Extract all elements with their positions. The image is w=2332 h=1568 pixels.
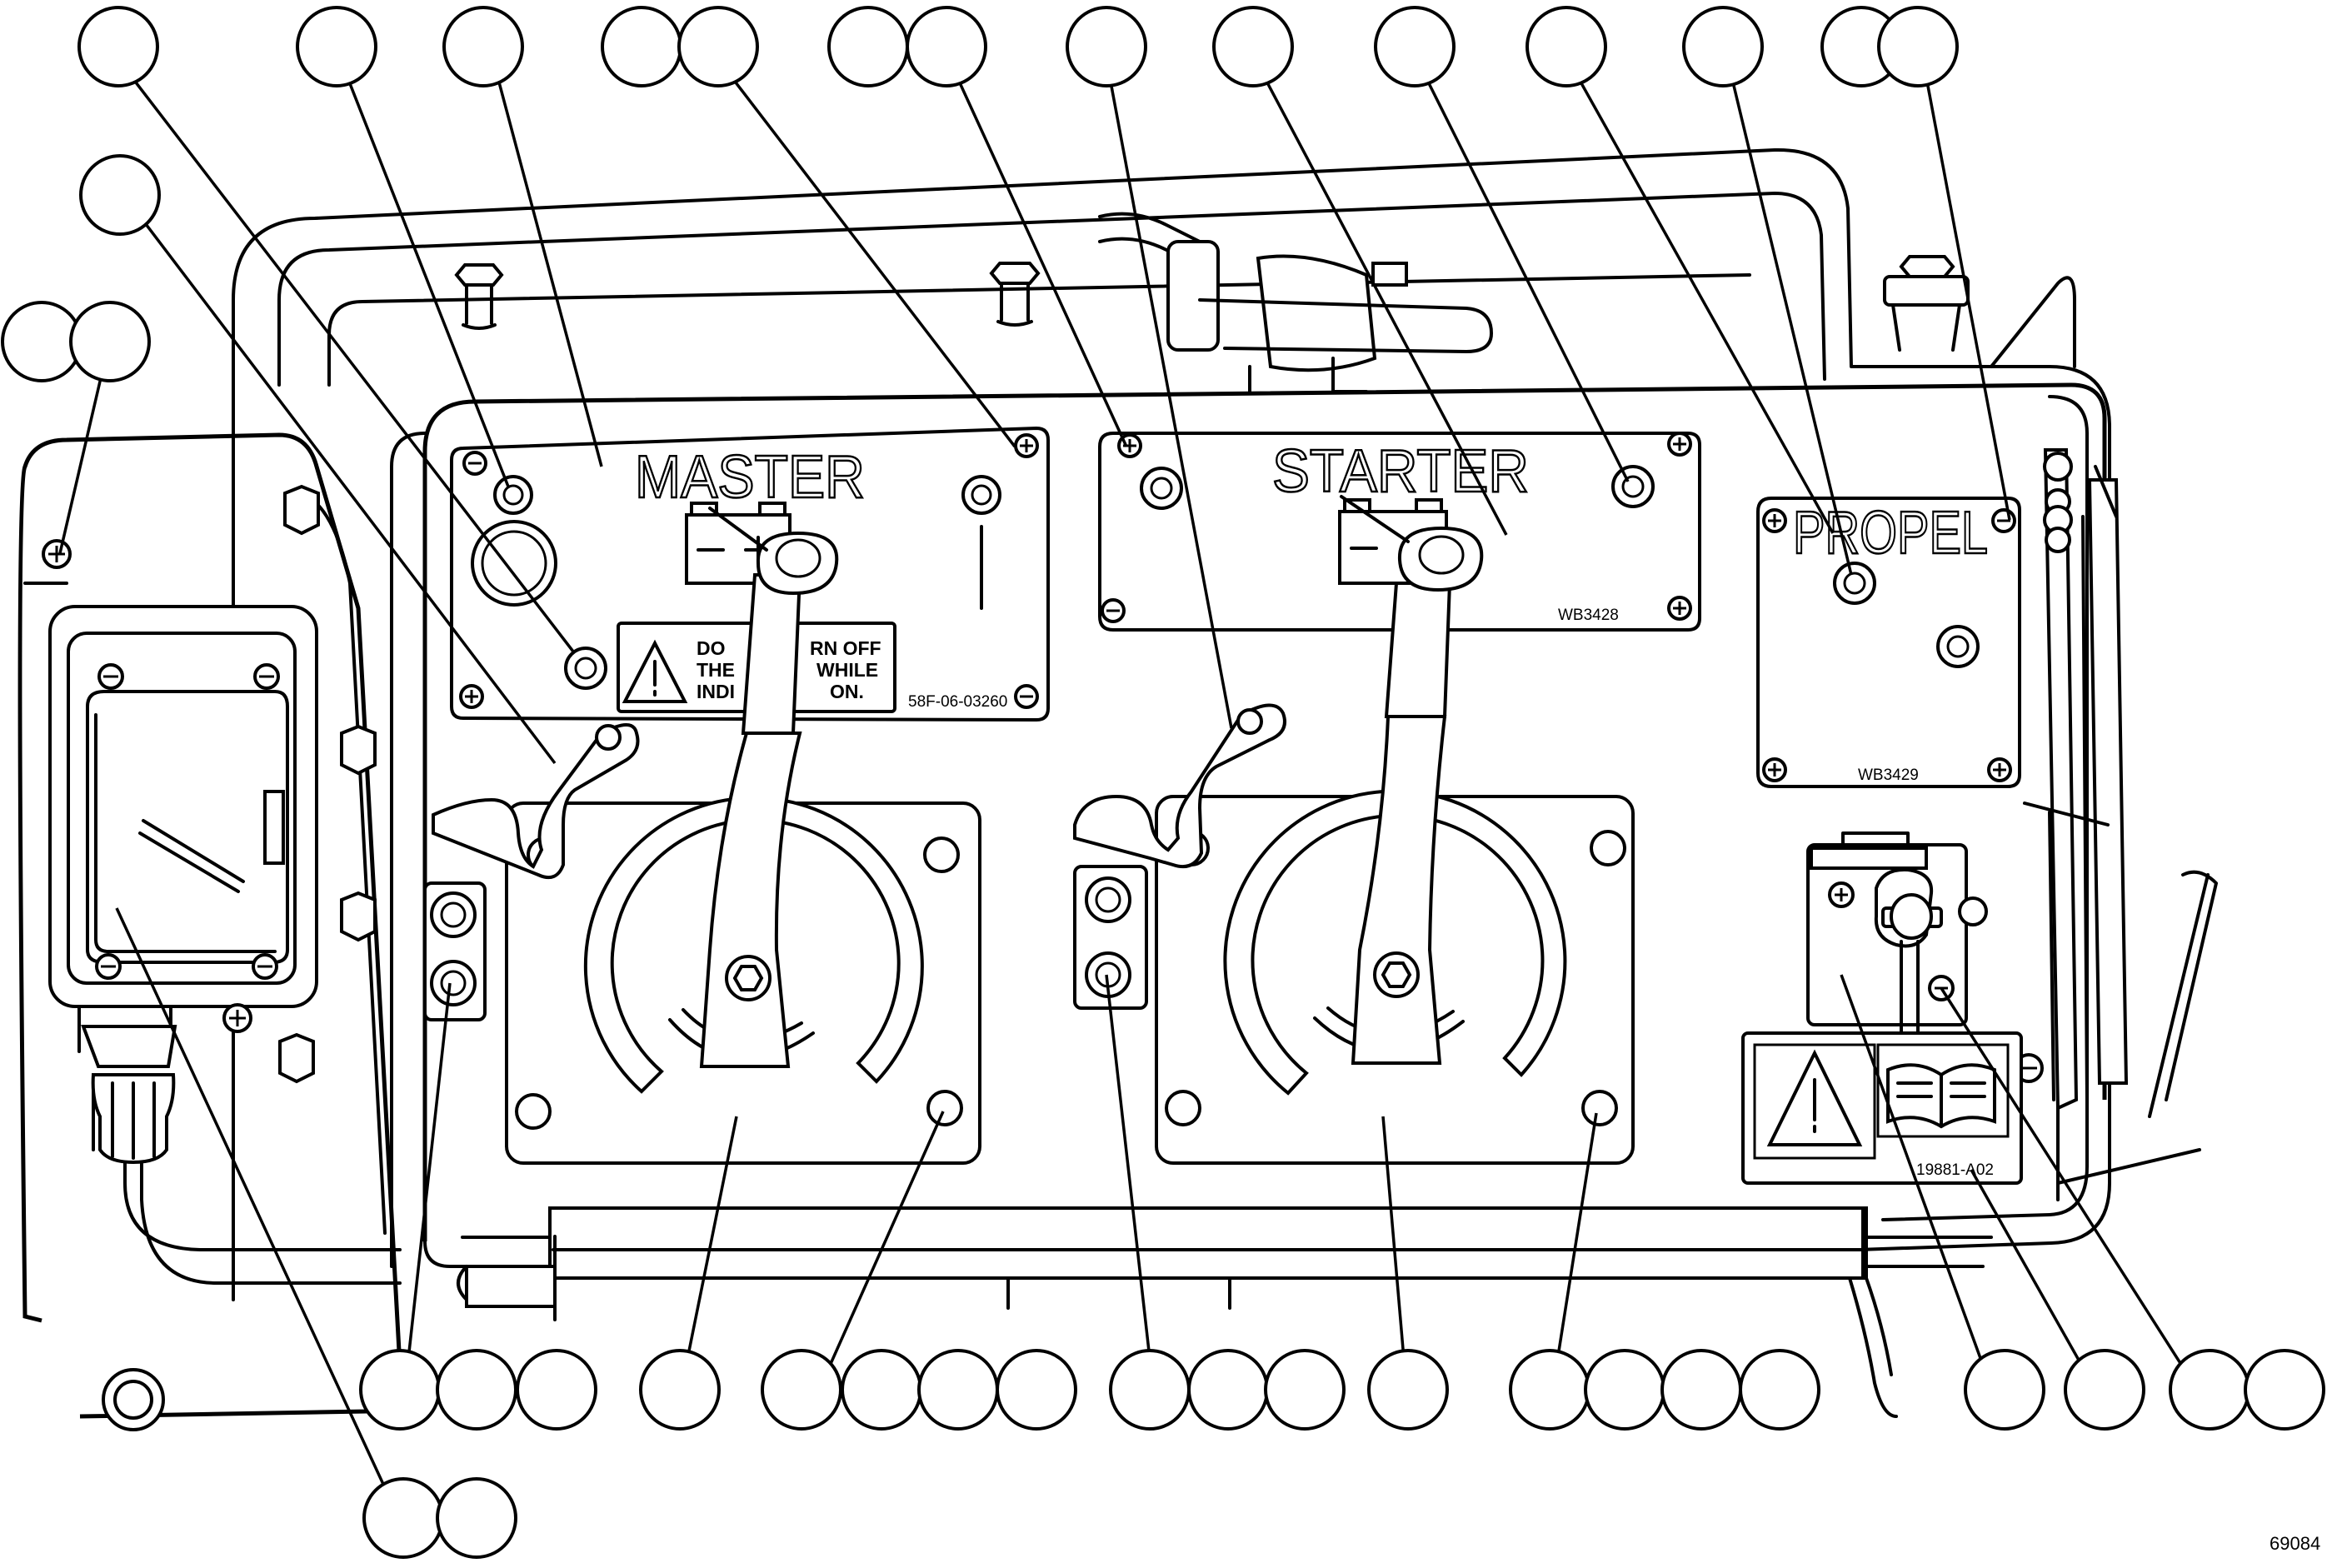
top-bolt-right <box>1883 255 1970 352</box>
callout-circle <box>79 154 161 236</box>
callout-circle <box>296 6 377 87</box>
callout-circle <box>639 1349 721 1431</box>
callout-circle <box>69 301 151 382</box>
callout-circle <box>442 6 524 87</box>
top-bolt-left <box>454 263 504 330</box>
cable-clamp <box>1098 212 1493 393</box>
warning-text-line-1b: RN OFF <box>810 637 881 659</box>
right-latch-arm <box>2014 448 2129 1111</box>
battery-icon-starter <box>1338 498 1448 585</box>
callout-circles <box>1 6 2325 1559</box>
callout-circle <box>1877 6 1959 87</box>
callout-circle <box>1584 1349 1665 1431</box>
starter-lockout-tab <box>1073 703 1286 869</box>
callout-circle <box>1187 1349 1269 1431</box>
callout-circle <box>1660 1349 1742 1431</box>
starter-stud-block <box>1073 865 1148 1010</box>
callout-circle <box>2064 1349 2145 1431</box>
master-stud-block <box>423 881 487 1021</box>
callout-circle <box>996 1349 1077 1431</box>
callout-circle <box>1509 1349 1590 1431</box>
callout-circle <box>362 1477 444 1559</box>
propel-part-number: WB3429 <box>1858 767 1919 784</box>
safety-decal: 19881-A02 <box>1741 1031 2023 1185</box>
junction-box-screws <box>42 539 280 1033</box>
warning-triangle-icon-decal <box>1766 1049 1863 1146</box>
callout-circle <box>1264 1349 1346 1431</box>
callout-circle <box>1212 6 1294 87</box>
callout-circle <box>1367 1349 1449 1431</box>
figure-id: 69084 <box>2270 1533 2320 1554</box>
bottom-hinge <box>457 870 2218 1418</box>
callout-circle <box>2169 1349 2250 1431</box>
master-label: MASTER <box>635 444 865 511</box>
callout-circle <box>1374 6 1456 87</box>
callout-circle <box>1739 1349 1820 1431</box>
warning-text-line-3b: ON. <box>830 681 864 702</box>
starter-label: STARTER <box>1272 438 1529 505</box>
starter-switch-panel: STARTER WB3428 <box>1098 432 1701 632</box>
callout-circle <box>436 1349 517 1431</box>
warning-text-line-2b: WHILE <box>816 659 878 681</box>
callout-circle <box>601 6 682 87</box>
master-part-number: 58F-06-03260 <box>908 693 1007 711</box>
callout-circle <box>677 6 759 87</box>
manual-decal-code: 19881-A02 <box>1916 1161 1994 1179</box>
callout-circle <box>1109 1349 1191 1431</box>
callout-circle <box>1964 1349 2045 1431</box>
propel-label: PROPEL <box>1793 500 1988 567</box>
propel-switch-panel: PROPEL WB3429 <box>1756 497 2021 788</box>
warning-text-line-3a: INDI <box>697 681 735 702</box>
starter-rotary-switch <box>1155 495 1635 1165</box>
callout-circle <box>1526 6 1607 87</box>
callout-circle <box>77 6 159 87</box>
callout-circle <box>827 6 909 87</box>
callout-circle <box>917 1349 999 1431</box>
callout-circle <box>516 1349 597 1431</box>
callout-circle <box>359 1349 441 1431</box>
callout-circle <box>761 1349 842 1431</box>
callout-circle <box>1682 6 1764 87</box>
warning-text-line-1a: DO <box>697 637 726 659</box>
starter-part-number: WB3428 <box>1558 607 1619 624</box>
warning-triangle-icon <box>622 639 688 703</box>
callout-circle <box>2244 1349 2325 1431</box>
leader-lines <box>58 66 2198 1514</box>
callout-circle <box>841 1349 922 1431</box>
warning-text-line-2a: THE <box>697 659 735 681</box>
propel-toggle-assembly <box>1806 831 1988 1041</box>
callout-circle <box>436 1477 517 1559</box>
callout-circle <box>1066 6 1147 87</box>
junction-box-nuts <box>278 484 377 1084</box>
callout-circle <box>906 6 987 87</box>
master-lockout-tab <box>432 723 640 879</box>
open-book-icon <box>1886 1063 1996 1129</box>
top-bolt-middle <box>989 262 1041 327</box>
callout-circle <box>1 301 82 382</box>
